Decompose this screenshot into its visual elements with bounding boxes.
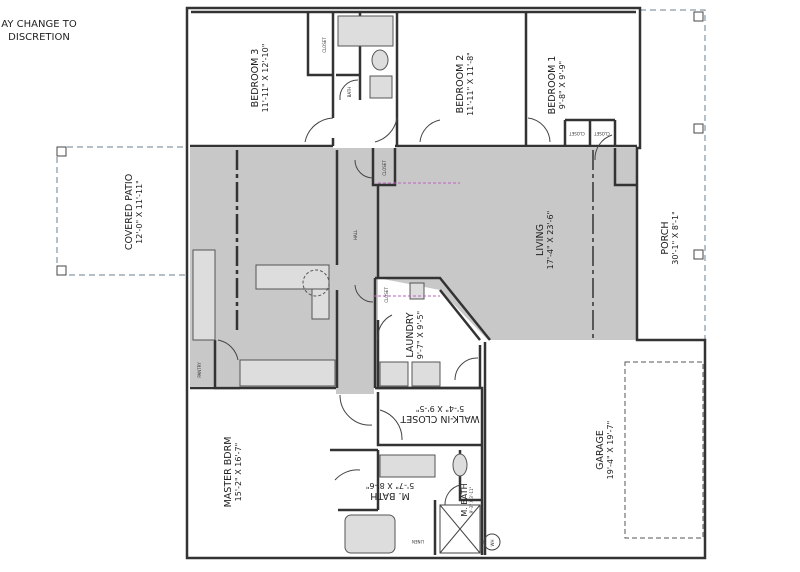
master-tub: [344, 514, 396, 554]
kitchen-island: [255, 264, 330, 290]
dim-bedroom-2: 11'-11" X 11'-8": [466, 52, 475, 116]
label-bedroom-1: BEDROOM 1: [547, 56, 558, 115]
bathtub: [337, 15, 394, 47]
label-linen: LINEN: [412, 539, 424, 544]
label-covered-patio: COVERED PATIO: [124, 174, 135, 250]
kitchen-counter: [192, 249, 216, 341]
dim-porch: 30'-1" X 8'-1": [671, 211, 680, 265]
hall-end: [336, 386, 374, 394]
exterior-wall: [185, 6, 707, 560]
label-walk-in-closet: WALK-IN CLOSET: [400, 413, 479, 424]
toilet: [371, 49, 389, 71]
porch-outline: [640, 9, 706, 340]
dim-bedroom-3: 11'-11" X 12'-10": [261, 44, 270, 113]
dim-covered-patio: 12'-0" X 11'-11": [135, 180, 144, 244]
label-closet-laundry: CLOSET: [384, 287, 389, 303]
label-bedroom-3: BEDROOM 3: [250, 49, 261, 108]
label-closet-hall: CLOSET: [382, 160, 387, 176]
dim-garage: 19'-4" X 19'-7": [606, 421, 615, 480]
disclaimer-note: AY CHANGE TO DISCRETION: [0, 18, 84, 44]
dim-master-bdrm: 15'-2" X 16'-7": [234, 443, 243, 502]
dim-laundry: 9'-7" X 9'-5": [416, 311, 425, 359]
label-m-bath: M. BATH: [370, 490, 409, 501]
washer: [379, 361, 409, 387]
label-bedroom-2: BEDROOM 2: [455, 55, 466, 114]
label-m-bath-2: M. BATH: [460, 483, 469, 516]
shower: [439, 504, 481, 554]
note-line-1: AY CHANGE TO: [1, 19, 77, 30]
dim-living: 17'-4" X 23'-6": [546, 211, 555, 270]
garage-door-outline: [624, 361, 704, 539]
water-heater-icon: [483, 533, 501, 551]
label-garage: GARAGE: [595, 430, 606, 470]
double-vanity: [379, 454, 436, 478]
island-seating: [302, 269, 330, 297]
label-porch: PORCH: [660, 221, 671, 254]
label-living: LIVING: [535, 224, 546, 256]
label-master-bdrm: MASTER BDRM: [223, 437, 234, 508]
dim-m-bath: 5'-7" X 8'-6": [366, 481, 414, 490]
laundry-sink: [409, 282, 425, 300]
label-closet-bedroom-1b: CLOSET: [594, 131, 610, 136]
label-pantry: PANTRY: [197, 362, 202, 378]
dryer: [411, 361, 441, 387]
label-bath: BATH: [347, 87, 352, 98]
label-water-heater: WH: [490, 540, 495, 547]
label-hall: HALL: [353, 229, 358, 240]
note-line-2: DISCRETION: [8, 32, 70, 43]
covered-patio-outline: [56, 146, 188, 276]
dim-walk-in-closet: 5'-4" X 9'-5": [416, 404, 464, 413]
dim-bedroom-1: 9'-8" X 9'-9": [558, 61, 567, 109]
label-closet-bedroom-1a: CLOSET: [569, 131, 585, 136]
dim-m-bath-2: 9'-3" X 3'-11": [469, 486, 474, 513]
sink: [369, 75, 393, 99]
label-laundry: LAUNDRY: [405, 312, 416, 357]
label-closet-bedroom-3: CLOSET: [322, 37, 327, 53]
master-toilet: [452, 453, 468, 477]
range-and-fridge: [239, 359, 336, 387]
